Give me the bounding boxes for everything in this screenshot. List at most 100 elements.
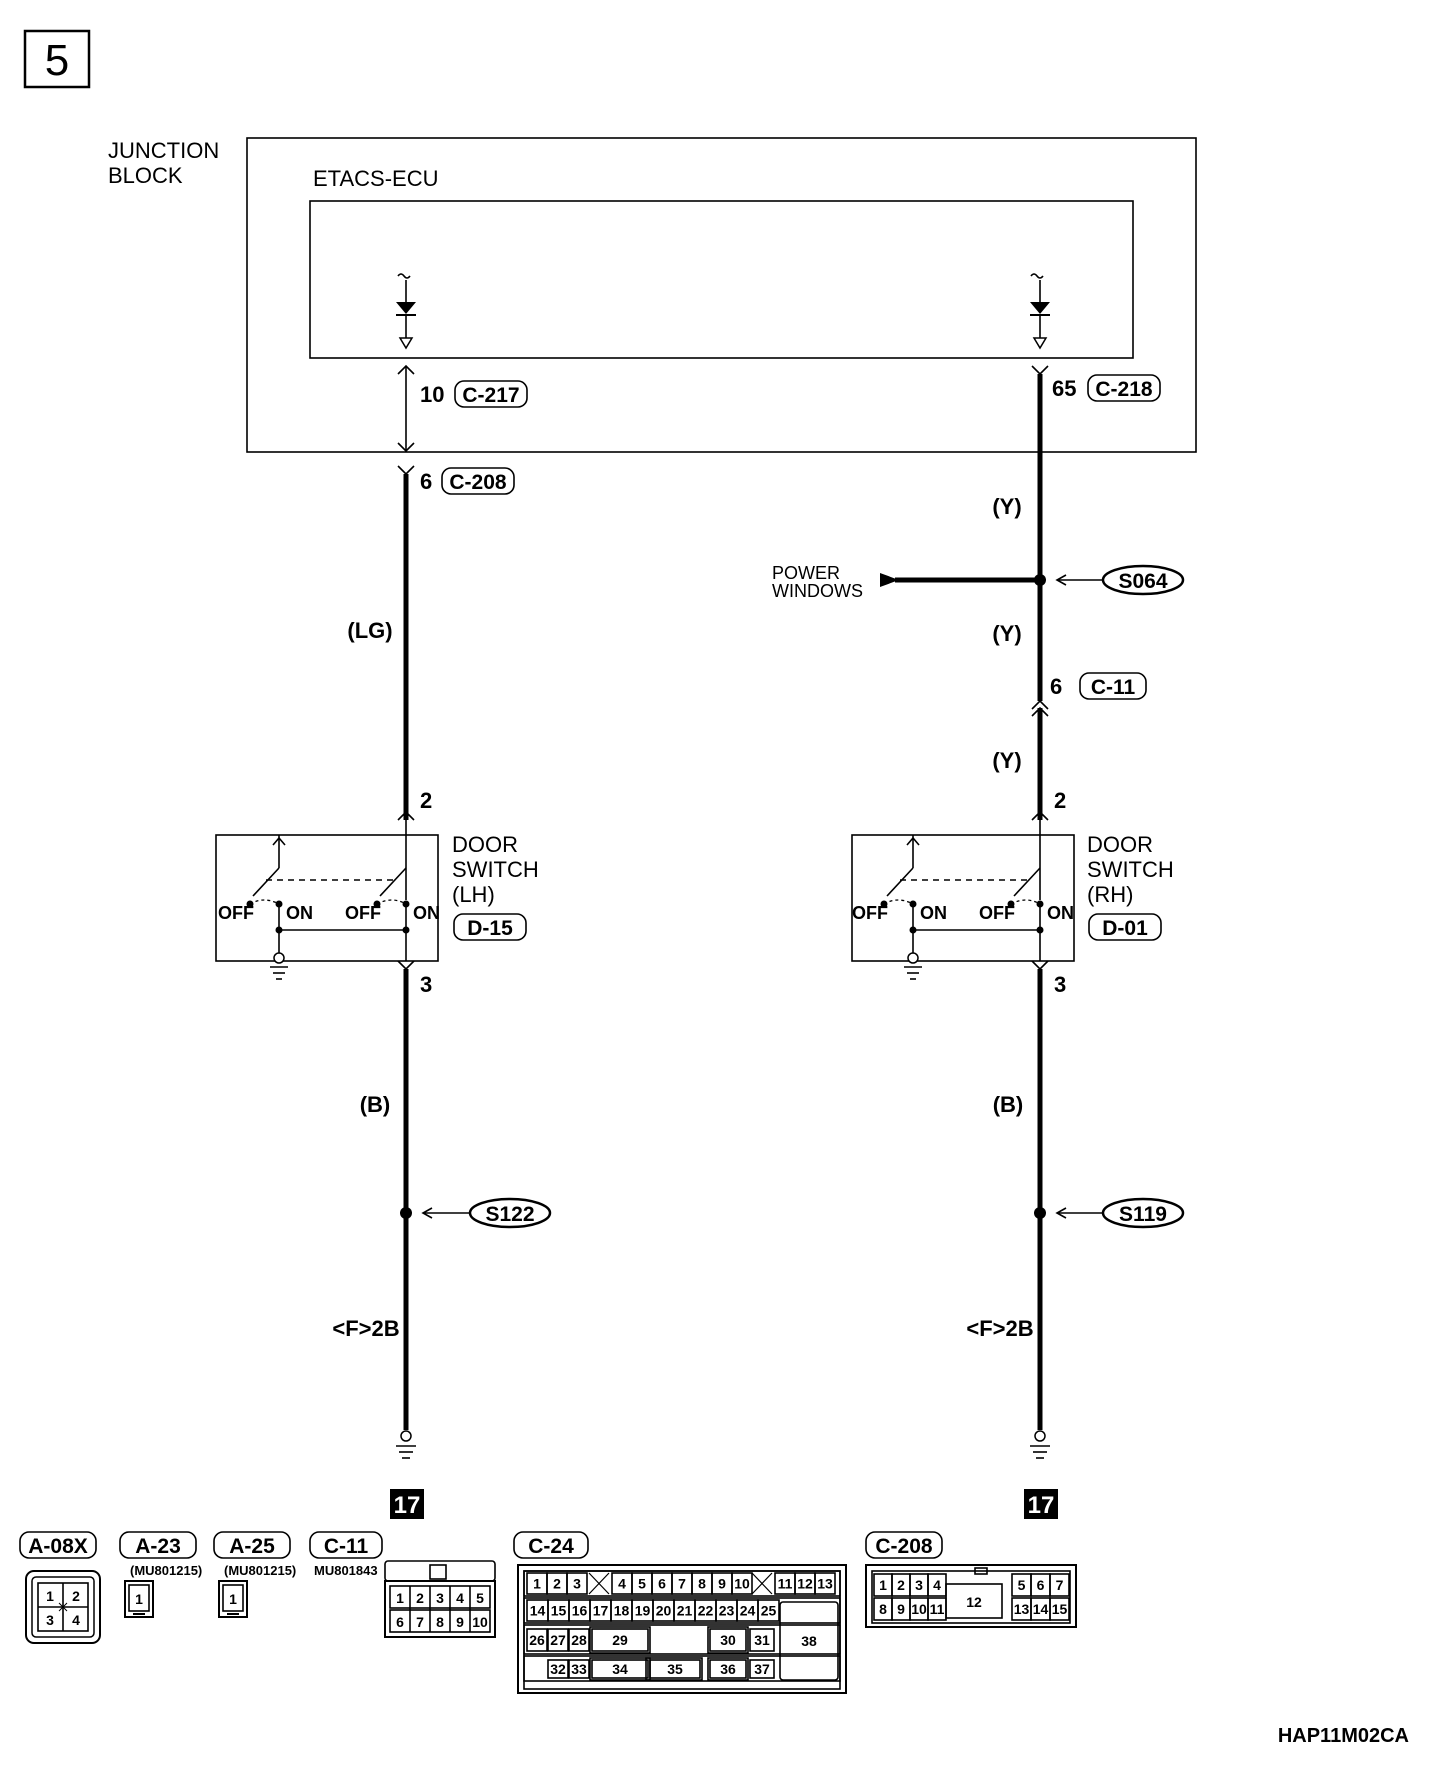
lh-jb-connector: C-208 bbox=[449, 471, 507, 494]
connector-tag-c11: C-11 bbox=[324, 1535, 369, 1558]
rh-inline-connector-box bbox=[1079, 672, 1147, 700]
c208-pin-4: 4 bbox=[933, 1577, 941, 1593]
c24-pin-14: 14 bbox=[530, 1603, 546, 1619]
lh-ground-point-box bbox=[390, 1489, 424, 1519]
lh-switch-pin-out: 3 bbox=[420, 972, 432, 997]
c24-pin-1: 1 bbox=[533, 1576, 541, 1592]
connector-face-a25 bbox=[218, 1580, 248, 1618]
connector-tag-c24: C-24 bbox=[528, 1535, 574, 1558]
c24-pin-21: 21 bbox=[677, 1603, 693, 1619]
c208-pin-12: 12 bbox=[966, 1594, 982, 1610]
c24-pin-30-cell bbox=[709, 1628, 747, 1652]
rh-switch-name-1: DOOR bbox=[1087, 832, 1153, 857]
lh-on-2: ON bbox=[413, 903, 440, 923]
a23-pin-1: 1 bbox=[135, 1591, 143, 1607]
lh-ground-symbol bbox=[396, 1430, 416, 1459]
rh-off-1: OFF bbox=[852, 903, 888, 923]
c24-pin-13: 13 bbox=[817, 1576, 833, 1592]
c24-pin-34: 34 bbox=[612, 1661, 628, 1677]
rh-ground-point-box bbox=[1024, 1489, 1058, 1519]
c208-pin-7: 7 bbox=[1056, 1577, 1064, 1593]
connector-face-a23 bbox=[124, 1580, 154, 1618]
c24-pin-33-cell bbox=[568, 1659, 590, 1679]
c24-pin-29-cell bbox=[591, 1628, 649, 1652]
rh-on-2: ON bbox=[1047, 903, 1074, 923]
c208-pin-7-cell bbox=[1049, 1573, 1070, 1597]
door-switch-rh bbox=[851, 820, 1075, 980]
splice-s064: S064 bbox=[1118, 570, 1167, 593]
c208-pin-3: 3 bbox=[915, 1577, 923, 1593]
lh-switch-pin-in: 2 bbox=[420, 788, 432, 813]
c24-pin-13-cell bbox=[814, 1572, 836, 1595]
c11-pin-5: 5 bbox=[476, 1590, 484, 1606]
c11-pin-3: 3 bbox=[436, 1590, 444, 1606]
c208-pin-4-cell bbox=[927, 1573, 947, 1597]
connector-tag-c24-box bbox=[513, 1531, 589, 1559]
lh-off-2: OFF bbox=[345, 903, 381, 923]
lh-switch-name-2: SWITCH bbox=[452, 857, 539, 882]
power-windows-label-2: WINDOWS bbox=[772, 581, 863, 601]
c208-pin-5: 5 bbox=[1018, 1577, 1026, 1593]
splice-s122-label-box bbox=[468, 1197, 552, 1229]
junction-block-label-1: JUNCTION bbox=[108, 138, 219, 163]
c24-pin-15: 15 bbox=[551, 1603, 567, 1619]
c208-pin-6: 6 bbox=[1037, 1577, 1045, 1593]
rh-inline-pin: 6 bbox=[1050, 674, 1062, 699]
c24-pin-18: 18 bbox=[614, 1603, 630, 1619]
lh-switch-connector-box bbox=[453, 913, 527, 941]
c24-pin-17: 17 bbox=[593, 1603, 609, 1619]
c24-pin-25-cell bbox=[757, 1599, 780, 1622]
page-number-box bbox=[23, 29, 91, 89]
rh-ground-wire: <F>2B bbox=[966, 1316, 1033, 1341]
connector-tag-c11-box bbox=[309, 1531, 383, 1559]
lh-jb-pin-mark bbox=[397, 465, 415, 476]
junction-block-label-2: BLOCK bbox=[108, 163, 183, 188]
c24-pin-28: 28 bbox=[571, 1632, 587, 1648]
c24-pin-20: 20 bbox=[656, 1603, 672, 1619]
c24-pin-32-cell bbox=[547, 1659, 569, 1679]
c11-pin-8: 8 bbox=[436, 1614, 444, 1630]
c24-pin-12: 12 bbox=[797, 1576, 813, 1592]
rh-wire-color-lower: (Y) bbox=[992, 748, 1021, 773]
rh-switch-connector: D-01 bbox=[1102, 917, 1148, 940]
ecu-label: ETACS-ECU bbox=[313, 166, 439, 191]
c24-pin-10: 10 bbox=[734, 1576, 750, 1592]
c24-pin-33: 33 bbox=[571, 1661, 587, 1677]
c24-pin-38: 38 bbox=[801, 1633, 817, 1649]
c24-pin-7: 7 bbox=[678, 1576, 686, 1592]
junction-block-box bbox=[246, 137, 1197, 453]
connector-tag-c208: C-208 bbox=[875, 1535, 933, 1558]
lh-ecu-connector: C-217 bbox=[462, 384, 519, 407]
lh-jb-connector-box bbox=[441, 467, 515, 495]
connector-part-a25: (MU801215) bbox=[224, 1563, 296, 1578]
c11-pin-6: 6 bbox=[396, 1614, 404, 1630]
c208-pin-14: 14 bbox=[1033, 1601, 1049, 1617]
lh-off-1: OFF bbox=[218, 903, 254, 923]
ecu-input-rh bbox=[1030, 273, 1050, 350]
rh-ecu-pin: 65 bbox=[1052, 376, 1076, 401]
c24-pin-11: 11 bbox=[778, 1576, 793, 1592]
a08x-pin-3: 3 bbox=[46, 1612, 54, 1628]
lh-ground-point: 17 bbox=[394, 1492, 421, 1519]
c24-pin-36-cell bbox=[709, 1659, 747, 1679]
c208-pin-2: 2 bbox=[897, 1577, 905, 1593]
connector-tag-a23: A-23 bbox=[135, 1535, 181, 1558]
lh-jb-pin: 6 bbox=[420, 469, 432, 494]
c24-pin-3-cell bbox=[566, 1572, 588, 1595]
c24-pin-30: 30 bbox=[720, 1632, 736, 1648]
splice-s119: S119 bbox=[1119, 1203, 1167, 1226]
c24-pin-28-cell bbox=[568, 1628, 590, 1652]
s064-arrow bbox=[1055, 574, 1067, 586]
c208-pin-15: 15 bbox=[1052, 1601, 1068, 1617]
c208-pin-9: 9 bbox=[897, 1601, 905, 1617]
c24-pin-29: 29 bbox=[612, 1632, 628, 1648]
connector-tag-a25: A-25 bbox=[229, 1535, 275, 1558]
connector-tag-a25-box bbox=[213, 1531, 291, 1559]
c24-pin-9: 9 bbox=[718, 1576, 726, 1592]
lh-switch-name-1: DOOR bbox=[452, 832, 518, 857]
rh-switch-name-2: SWITCH bbox=[1087, 857, 1174, 882]
c24-pin-2: 2 bbox=[553, 1576, 561, 1592]
splice-s122: S122 bbox=[485, 1203, 534, 1226]
connector-face-c208 bbox=[865, 1564, 1077, 1628]
